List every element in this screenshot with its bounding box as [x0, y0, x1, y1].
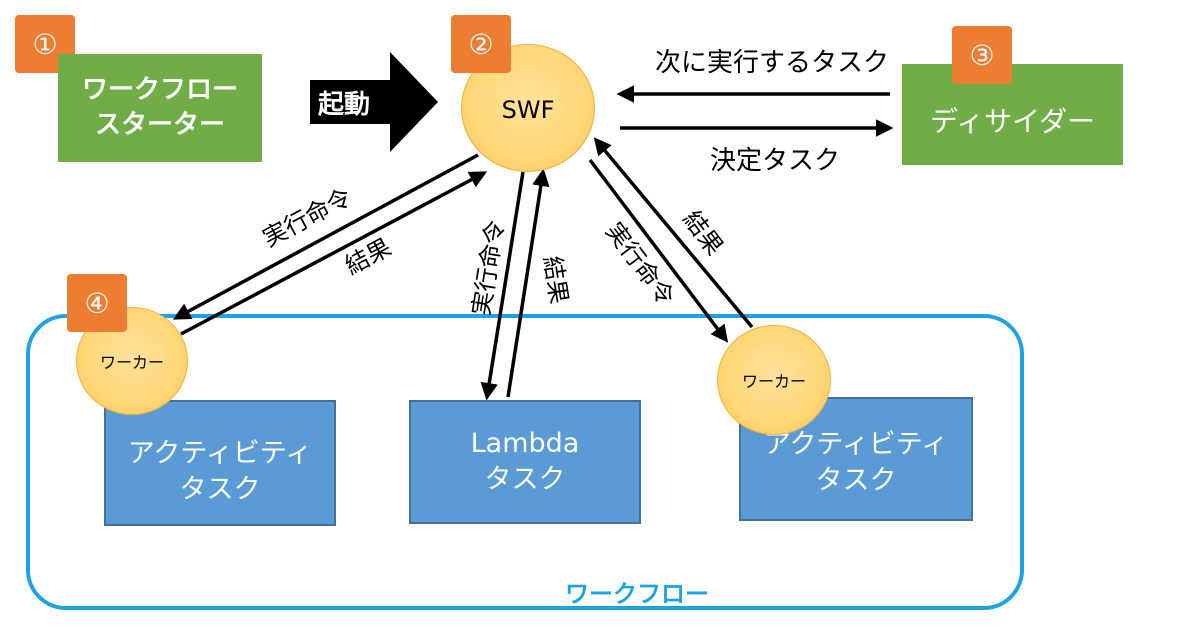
lambda-task-line1: Lambda: [470, 427, 580, 459]
decider-box: ディサイダー: [902, 64, 1123, 165]
workflow-label: ワークフロー: [565, 580, 709, 608]
decider-label: ディサイダー: [930, 104, 1095, 138]
worker-label: ワーカー: [99, 353, 164, 372]
arrow-result-left: [180, 171, 488, 336]
activity-task-line2: タスク: [179, 474, 261, 505]
arrow-result-right: [593, 137, 754, 329]
swf-label: SWF: [501, 96, 555, 124]
lambda-task-line2: タスク: [484, 464, 566, 495]
arrow-exec-right: [588, 158, 729, 343]
badge-3: ③: [952, 26, 1012, 84]
launch-label: 起動: [318, 90, 371, 120]
decision-task-label: 決定タスク: [710, 146, 841, 176]
lambda-task-box: Lambda タスク: [409, 400, 641, 524]
starter-line1: ワークフロー: [81, 74, 238, 105]
activity-task-box-left: アクティビティ タスク: [104, 400, 336, 526]
workflow-region: [26, 314, 1024, 610]
activity-task-line1: アクティビティ: [763, 428, 949, 460]
arrow-result-lambda: [506, 168, 550, 398]
workflow-starter-box: ワークフロー スターター: [58, 54, 262, 162]
next-task-label: 次に実行するタスク: [655, 48, 890, 78]
badge-4: ④: [67, 274, 127, 332]
activity-task-line1: アクティビティ: [127, 437, 313, 469]
activity-task-line2: タスク: [815, 465, 897, 496]
worker-node-right: ワーカー: [717, 325, 831, 435]
arrow-exec-left: [172, 153, 479, 320]
worker-label: ワーカー: [741, 372, 806, 391]
launch-arrow: [310, 52, 438, 152]
badge-2: ②: [451, 15, 511, 73]
arrow-exec-lambda: [480, 171, 525, 401]
result-label-lambda: 結果: [537, 253, 574, 306]
starter-line2: スターター: [94, 110, 225, 140]
